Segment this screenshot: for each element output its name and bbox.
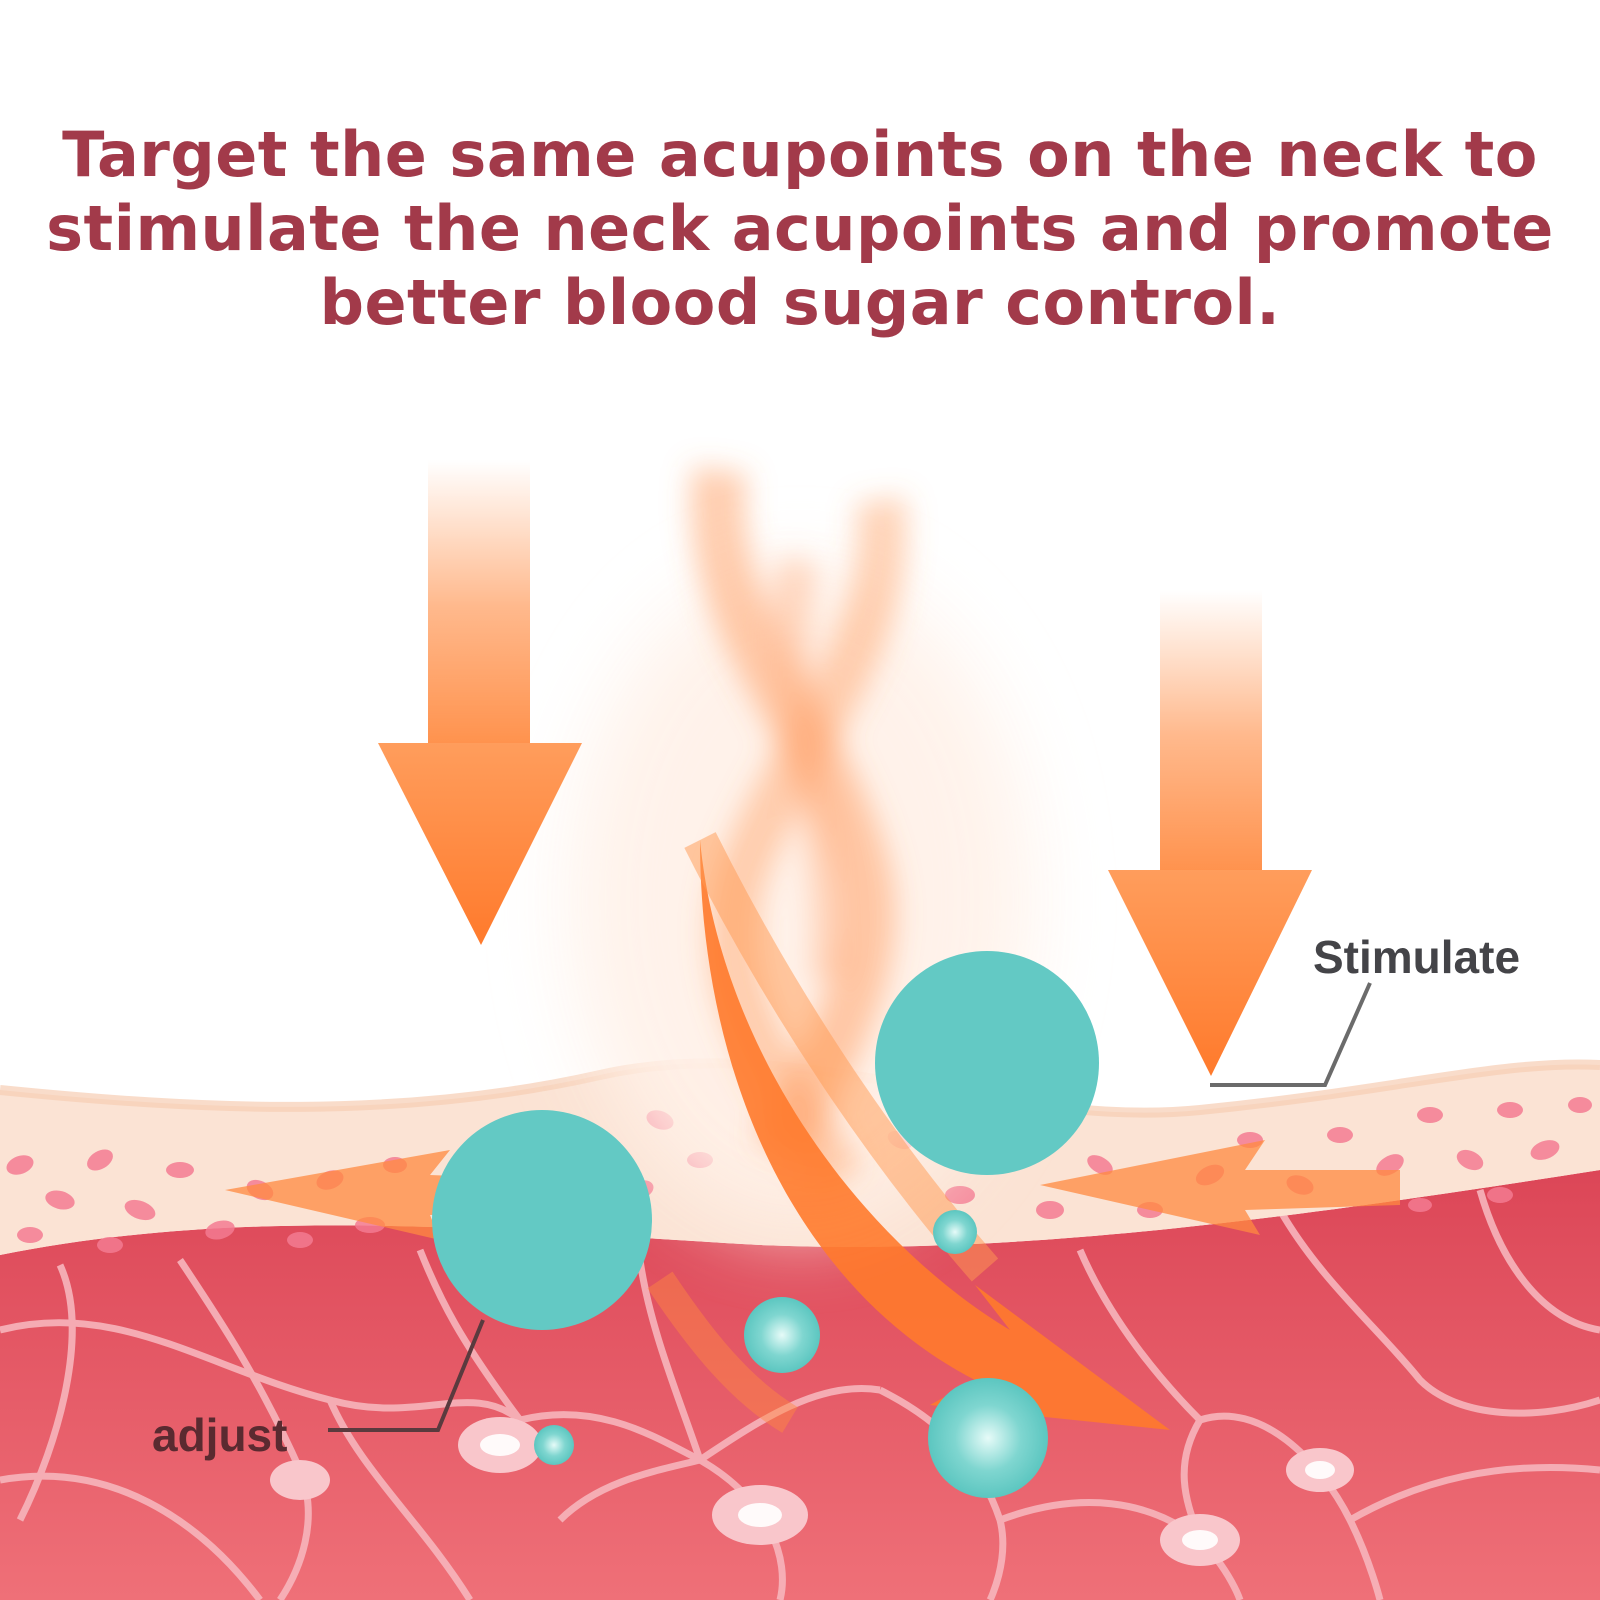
tissue-layer [0, 1170, 1600, 1600]
headline-line-3: better blood sugar control. [319, 266, 1281, 339]
curved-heat-arrow [700, 840, 1170, 1430]
adjust-label: adjust [152, 1409, 288, 1461]
adjust-leader-line [328, 1319, 485, 1432]
headline-line-1: Target the same acupoints on the neck to [62, 118, 1538, 191]
left-down-arrow [378, 460, 582, 945]
page-title: Target the same acupoints on the neck to… [0, 118, 1600, 340]
stimulate-label: Stimulate [1313, 931, 1521, 983]
teal-particles [432, 951, 1099, 1498]
stimulate-leader-line [1210, 982, 1372, 1087]
right-down-arrow [1108, 590, 1312, 1076]
headline-line-2: stimulate the neck acupoints and promote [46, 192, 1554, 265]
lateral-heat-arrows [225, 1140, 1400, 1240]
